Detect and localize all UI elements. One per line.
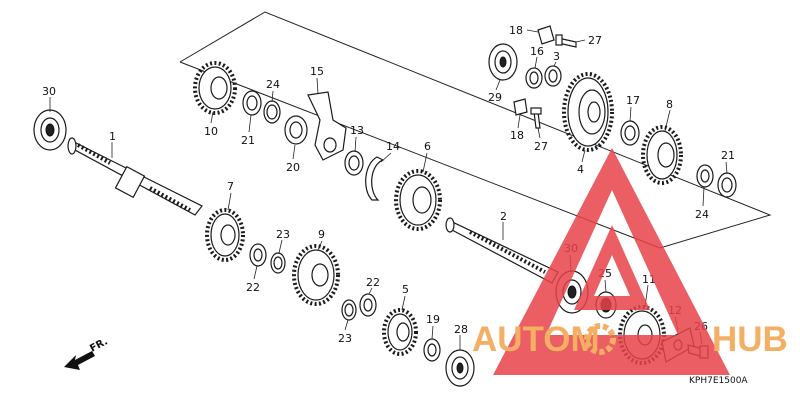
- callout-16: 16: [530, 45, 544, 58]
- lock-washer-18-top: [537, 25, 555, 45]
- callout-28: 28: [454, 323, 468, 336]
- callout-24-left: 24: [266, 78, 280, 91]
- callout-19: 19: [426, 313, 440, 326]
- callout-29: 29: [488, 91, 502, 104]
- callout-6: 6: [424, 140, 431, 153]
- callout-2: 2: [500, 210, 507, 223]
- callout-4: 4: [577, 163, 584, 176]
- callout-18-top: 18: [509, 24, 523, 37]
- callout-22-center: 22: [366, 276, 380, 289]
- callout-9: 9: [318, 228, 325, 241]
- gear-7: [205, 208, 245, 262]
- bearing-28: [445, 349, 475, 387]
- washer-19: [423, 338, 441, 362]
- watermark-text-left: AUTOM: [472, 320, 600, 359]
- bolt-27-top: [555, 34, 577, 48]
- watermark-gear-o-icon: [584, 323, 616, 355]
- callout-22-left: 22: [246, 281, 260, 294]
- callout-30-left: 30: [42, 85, 56, 98]
- watermark-triangle-icon: [493, 148, 730, 375]
- front-direction-indicator: FR.: [64, 336, 110, 370]
- bushing-13: [344, 150, 364, 176]
- callout-10: 10: [204, 125, 218, 138]
- washer-17: [620, 120, 640, 146]
- washer-21-right: [717, 172, 737, 198]
- diagram-reference-code: KPH7E1500A: [689, 376, 748, 386]
- gear-5: [382, 308, 418, 356]
- callout-24-right: 24: [695, 208, 709, 221]
- callout-7: 7: [227, 180, 234, 193]
- washer-22-left: [249, 243, 267, 267]
- washer-22-center: [359, 293, 377, 317]
- washer-16: [525, 67, 543, 89]
- callout-20: 20: [286, 161, 300, 174]
- bearing-30-left: [33, 109, 67, 151]
- circlip-14: [365, 156, 385, 201]
- gear-10: [193, 61, 237, 115]
- callout-21-left: 21: [241, 134, 255, 147]
- leader-lines: [49, 29, 728, 350]
- watermark-text-right: HUB: [712, 320, 788, 359]
- gear-6: [394, 169, 442, 231]
- bushing-3: [544, 65, 562, 87]
- lock-washer-18-lower: [513, 98, 528, 116]
- bushing-23-left: [270, 252, 286, 274]
- callout-23-center: 23: [338, 332, 352, 345]
- callout-15: 15: [310, 65, 324, 78]
- callout-27-lower: 27: [534, 140, 548, 153]
- callout-5: 5: [402, 283, 409, 296]
- mainshaft-1: [67, 137, 203, 216]
- shift-plate-15: [307, 91, 347, 161]
- callout-23-left: 23: [276, 228, 290, 241]
- callout-14: 14: [386, 140, 400, 153]
- watermark-inner-triangle-icon: [574, 225, 650, 310]
- bushing-24-right: [696, 164, 714, 188]
- callout-13: 13: [350, 124, 364, 137]
- bushing-24-top: [263, 100, 281, 124]
- callout-8: 8: [666, 98, 673, 111]
- countershaft-2: [445, 217, 559, 284]
- watermark-logo: AUTOM HUB: [472, 148, 788, 375]
- gear-8: [641, 125, 683, 185]
- callout-17: 17: [626, 94, 640, 107]
- callout-labels: 30 1 10 21 24 15 20 13 14 6 7 22 23 9 22…: [42, 24, 735, 345]
- bolt-27-lower: [530, 107, 542, 129]
- gear-9: [292, 244, 340, 306]
- assembly-frame-line: [179, 11, 772, 249]
- bushing-23-center: [341, 299, 357, 321]
- front-arrow-icon: [64, 351, 95, 370]
- gear-4: [562, 72, 614, 152]
- callout-21-right: 21: [721, 149, 735, 162]
- callout-18-lower: 18: [510, 129, 524, 142]
- callout-27-top: 27: [588, 34, 602, 47]
- callout-3: 3: [553, 50, 560, 63]
- bearing-29: [488, 43, 518, 81]
- washer-20: [284, 115, 308, 145]
- washer-21-top: [242, 90, 262, 116]
- callout-1: 1: [109, 130, 116, 143]
- front-direction-label: FR.: [88, 336, 110, 354]
